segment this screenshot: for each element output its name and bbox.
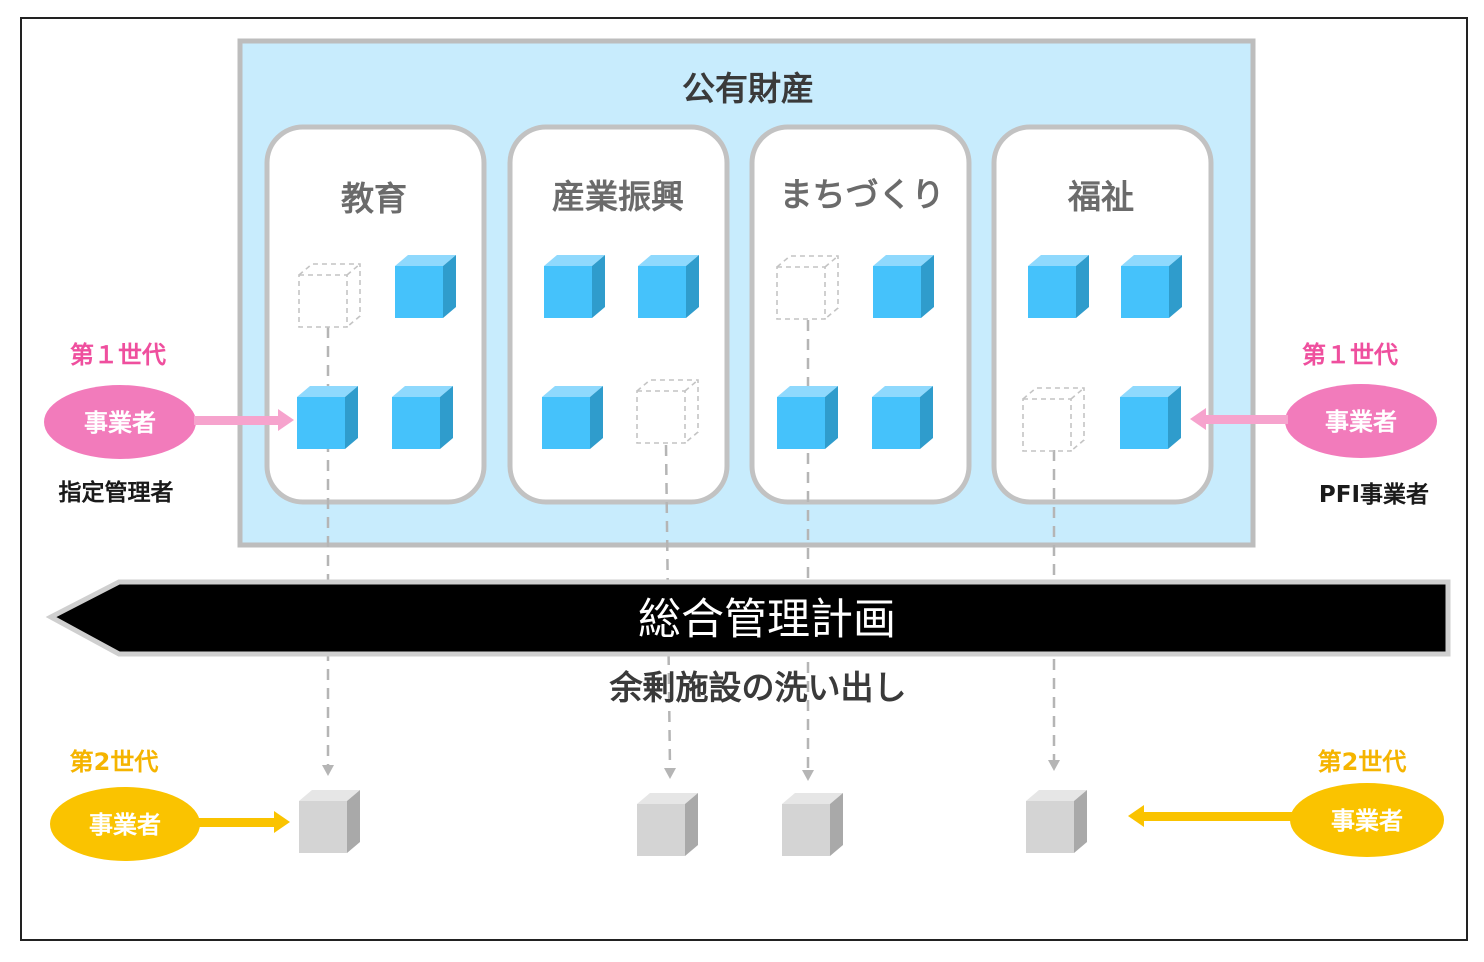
facility-cube: [1028, 255, 1089, 318]
public-property-title: 公有財産: [682, 69, 814, 108]
surplus-facility-cube: [299, 790, 360, 853]
category-label-town-planning: まちづくり: [780, 175, 945, 214]
surplus-arrowhead-town-planning: [802, 770, 814, 781]
facility-cube: [392, 386, 453, 449]
left-second-arrowhead: [274, 811, 290, 833]
surplus-arrowhead-industry: [664, 768, 676, 779]
pfi-operator-label: PFI事業者: [1319, 481, 1429, 508]
category-label-education: 教育: [341, 179, 407, 218]
management-plan-label: 総合管理計画: [638, 595, 896, 645]
left-second-operator-label: 事業者: [89, 811, 161, 839]
left-first-operator-ellipse: [44, 385, 196, 459]
facility-cube: [777, 386, 838, 449]
right-second-generation-label: 第2世代: [1318, 748, 1407, 776]
management-plan-arrow: [45, 579, 1451, 657]
facility-cube: [542, 386, 603, 449]
right-second-arrowhead: [1128, 805, 1144, 827]
right-second-operator-ellipse: [1290, 783, 1444, 857]
category-label-welfare: 福祉: [1067, 177, 1134, 216]
left-second-operator-ellipse: [50, 787, 200, 861]
right-first-operator-label: 事業者: [1325, 408, 1397, 436]
left-second-generation-label: 第2世代: [70, 748, 159, 776]
right-first-arrow-shaft: [1204, 415, 1288, 424]
surplus-facility-cube: [782, 793, 843, 856]
left-second-arrow-shaft: [198, 818, 276, 827]
facility-cube: [638, 255, 699, 318]
left-first-generation-label: 第１世代: [70, 341, 166, 369]
facility-cube: [872, 386, 933, 449]
facility-cube: [544, 255, 605, 318]
left-first-arrow-shaft: [194, 416, 280, 425]
left-first-arrowhead: [278, 409, 294, 431]
facility-cube: [395, 255, 456, 318]
right-second-operator-label: 事業者: [1331, 807, 1403, 835]
facility-cube: [873, 255, 934, 318]
surplus-identification-caption: 余剰施設の洗い出し: [609, 668, 907, 707]
designated-manager-label: 指定管理者: [59, 479, 174, 506]
surplus-facility-cube: [1026, 790, 1087, 853]
right-first-operator-ellipse: [1285, 384, 1437, 458]
left-first-operator-label: 事業者: [84, 409, 156, 437]
facility-cube: [1120, 386, 1181, 449]
surplus-arrowhead-welfare: [1048, 760, 1060, 771]
facility-cube: [1121, 255, 1182, 318]
category-label-industry: 産業振興: [552, 177, 684, 216]
right-first-arrowhead: [1190, 408, 1206, 430]
right-first-generation-label: 第１世代: [1302, 341, 1398, 369]
facility-cube: [297, 386, 358, 449]
surplus-arrowhead-education: [322, 765, 334, 776]
surplus-facility-cube: [637, 793, 698, 856]
right-second-arrow-shaft: [1142, 812, 1294, 821]
